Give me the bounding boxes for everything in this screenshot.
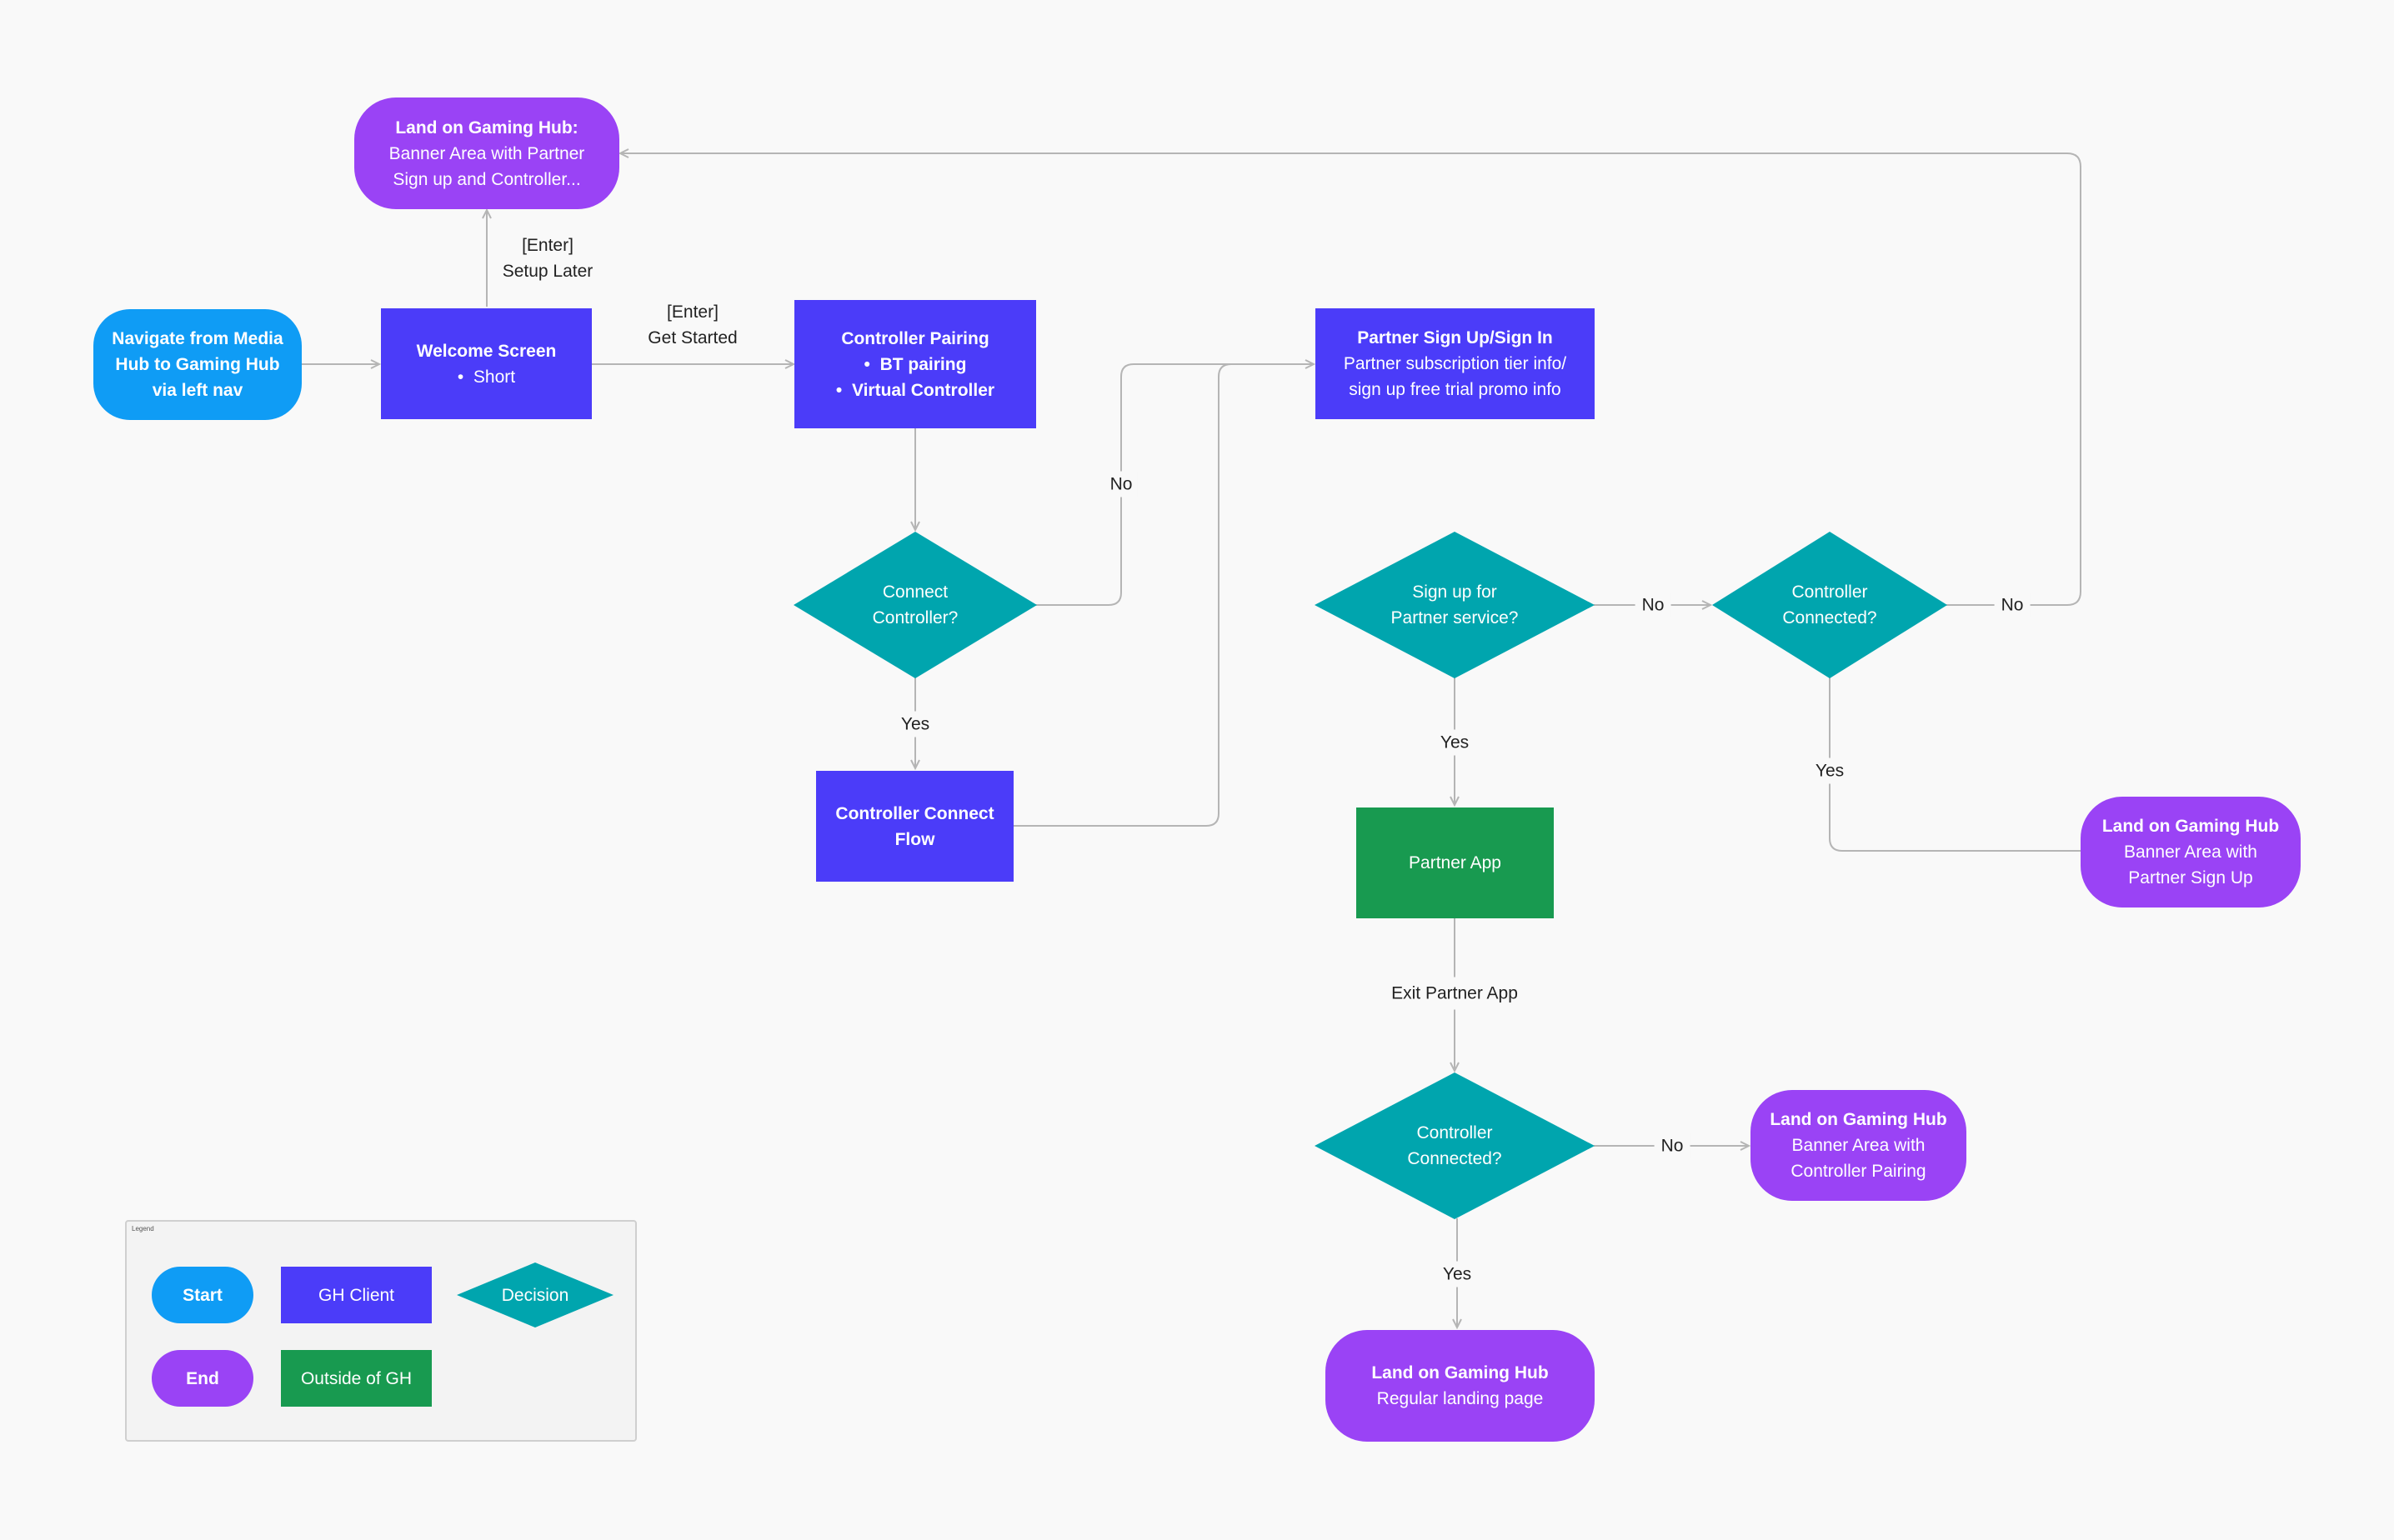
node-line: via left nav [152,381,243,400]
legend-decision-swatch: Decision [457,1262,614,1328]
legend-label: GH Client [318,1285,395,1305]
edge-connected1-yes [1829,678,2081,852]
label-line: [Enter] [667,302,719,322]
edge-label-no-connected1: No [1994,592,2031,618]
partner-signup-node: Partner Sign Up/Sign In Partner subscrip… [1315,308,1595,419]
label-line: [Enter] [522,236,573,255]
edge-label-exit-partner-app: Exit Partner App [1385,977,1525,1010]
edge-label-yes-signup: Yes [1435,729,1475,756]
legend-gh-client-swatch: GH Client [281,1267,432,1323]
label-line: Setup Later [502,262,593,281]
decision-controller-connected-2: Controller Connected? [1315,1072,1595,1219]
node-line: Controller? [872,608,959,628]
decision-signup-partner: Sign up for Partner service? [1315,532,1595,678]
node-bullets: Short [458,364,515,390]
node-title: Land on Gaming Hub [1770,1110,1947,1129]
node-title: Land on Gaming Hub [1371,1363,1549,1382]
node-title: Land on Gaming Hub: [395,118,578,138]
node-line: Banner Area with [1791,1136,1926,1155]
node-line: Partner Sign Up [2128,868,2253,888]
node-line: Hub to Gaming Hub [115,355,280,374]
start-navigate-node: Navigate from Media Hub to Gaming Hub vi… [93,309,302,420]
node-line: Banner Area with [2124,842,2257,862]
legend-outside-gh-swatch: Outside of GH [281,1350,432,1407]
end-land-controller-pairing-node: Land on Gaming Hub Banner Area with Cont… [1750,1090,1966,1201]
legend-label: Start [183,1285,223,1305]
end-land-gaming-hub-banner-node: Land on Gaming Hub: Banner Area with Par… [354,98,619,209]
welcome-screen-node: Welcome Screen Short [381,308,592,419]
node-title: Controller Pairing [841,328,989,348]
node-line: Banner Area with Partner [388,143,585,163]
legend-end-swatch: End [152,1350,253,1407]
edge-label-no-connected2: No [1654,1132,1690,1159]
end-land-partner-signup-node: Land on Gaming Hub Banner Area with Part… [2081,797,2301,908]
node-line: Regular landing page [1376,1389,1544,1408]
node-line: Connected? [1407,1149,1502,1168]
edge-label-no-connect: No [1104,471,1138,498]
node-title: Partner Sign Up/Sign In [1357,328,1553,348]
legend-label: End [186,1368,219,1388]
edge-flow-partner [1014,363,1232,827]
legend-panel: Legend Start GH Client Decision End Outs… [125,1220,637,1442]
node-line: Controller Pairing [1790,1162,1926,1181]
node-line: Navigate from Media [112,329,283,348]
node-line: Connect [882,582,949,602]
node-title: Land on Gaming Hub [2101,817,2280,836]
bullet-item: Short [458,364,515,390]
edge-label-get-started: [Enter] Get Started [648,299,737,351]
node-line: Partner App [1409,853,1501,872]
controller-connect-flow-node: Controller Connect Flow [816,771,1014,882]
decision-controller-connected-1: Controller Connected? [1712,532,1947,678]
bullet-item: BT pairing [864,352,967,378]
bullet-item: Virtual Controller [836,378,994,403]
label-line: Get Started [648,328,738,348]
legend-label: Outside of GH [300,1368,413,1388]
node-title: Welcome Screen [416,341,557,361]
node-line: Sign up and Controller... [393,169,581,189]
legend-title: Legend [132,1225,154,1232]
node-line: Sign up for [1412,582,1497,602]
edge-label-yes-connected2: Yes [1437,1261,1477,1288]
legend-start-swatch: Start [152,1267,253,1323]
edge-label-yes-connected1: Yes [1810,758,1850,784]
node-line: sign up free trial promo info [1349,380,1561,399]
node-line: Partner service? [1390,608,1519,628]
partner-app-node: Partner App [1356,808,1554,918]
node-line: Connected? [1782,608,1877,628]
node-bullets: BT pairing Virtual Controller [836,352,994,403]
decision-connect-controller: Connect Controller? [794,532,1037,678]
node-line: Controller [1416,1123,1493,1142]
node-line: Controller Connect [835,803,994,823]
edge-label-setup-later: [Enter] Setup Later [503,232,593,284]
edge-connected1-no [618,148,2081,606]
edge-label-no-signup: No [1635,592,1671,618]
node-line: Flow [894,829,935,849]
legend-label: Decision [501,1285,569,1305]
node-line: Controller [1791,582,1868,602]
controller-pairing-node: Controller Pairing BT pairing Virtual Co… [794,300,1036,428]
edge-label-yes-connect: Yes [895,711,935,738]
end-land-regular-node: Land on Gaming Hub Regular landing page [1325,1330,1595,1442]
edge-connect-no [1035,359,1316,606]
node-line: Partner subscription tier info/ [1343,354,1567,373]
